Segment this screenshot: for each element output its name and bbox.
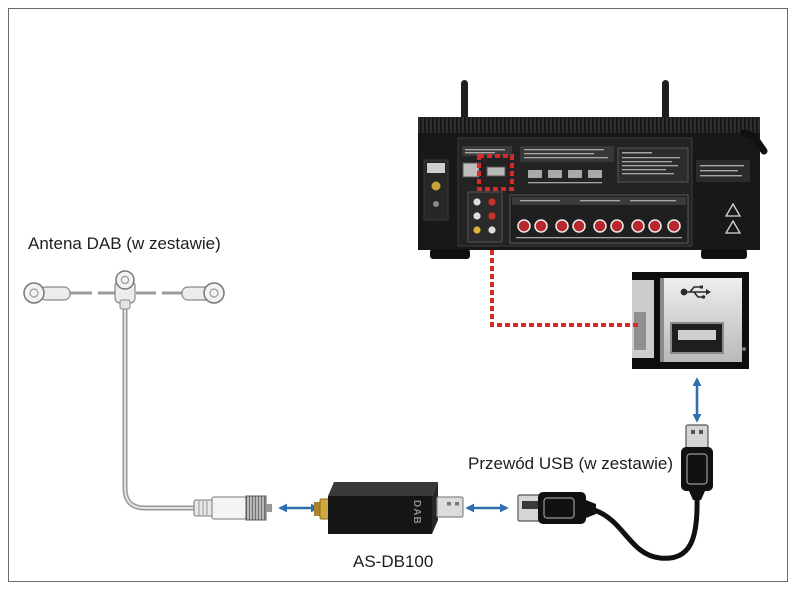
adapter-marking: DAB <box>411 500 422 525</box>
receiver-warning-labels <box>696 160 750 234</box>
adapter-f-connector <box>314 498 331 520</box>
receiver-network-ports <box>462 146 512 178</box>
receiver-top-vent <box>418 117 760 134</box>
usb-cable-label: Przewód USB (w zestawie) <box>468 454 673 473</box>
warning-triangle-icon <box>724 219 742 234</box>
receiver-lan-port <box>462 162 480 178</box>
receiver-foot-right <box>701 249 747 259</box>
receiver-left-panel <box>423 159 449 221</box>
dab-adapter: DAB <box>314 482 464 534</box>
dab-antenna <box>23 270 272 521</box>
antenna-cable <box>122 295 201 511</box>
receiver-info-label <box>617 147 689 183</box>
highlight-leader-line <box>490 250 640 327</box>
usb-icon <box>680 285 711 299</box>
receiver-audio-jacks <box>467 191 503 243</box>
usb-port-contact <box>678 330 716 340</box>
warning-triangle-icon <box>724 202 742 217</box>
av-receiver <box>418 80 768 259</box>
receiver-hdmi-ports <box>520 146 614 184</box>
adapter-body <box>328 496 432 534</box>
receiver-usb-port <box>486 166 506 177</box>
adapter-usb-plug <box>436 496 464 518</box>
receiver-speaker-terminals <box>509 194 689 244</box>
usb-female-socket <box>517 492 596 524</box>
antenna-label: Antena DAB (w zestawie) <box>28 234 221 253</box>
usb-port-closeup <box>632 272 749 369</box>
usb-cable-wire <box>591 495 700 561</box>
usb-port-highlight <box>477 154 514 191</box>
antenna-dipole <box>23 270 225 310</box>
receiver-foot-left <box>430 249 470 259</box>
antenna-connector <box>193 495 272 521</box>
usb-cable <box>517 424 713 561</box>
adapter-label: AS-DB100 <box>353 552 433 571</box>
adapter-side-face <box>432 482 438 534</box>
adapter-top-face <box>328 482 438 496</box>
receiver-power-cord <box>740 129 768 155</box>
usb-male-plug <box>681 424 713 500</box>
